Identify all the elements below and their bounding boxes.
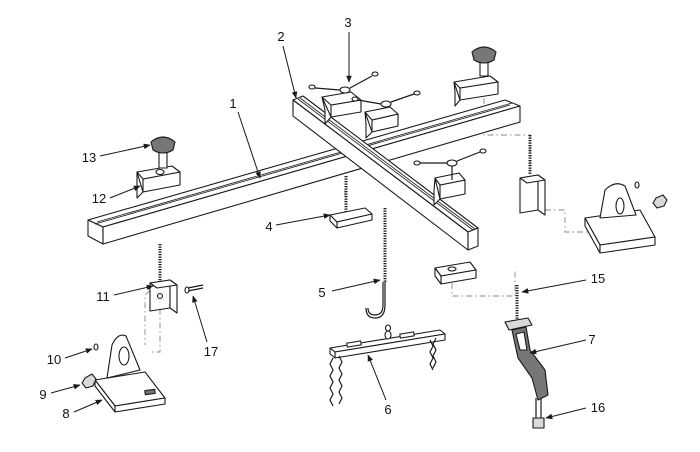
callout-13: 13: [82, 150, 96, 165]
foot-bracket-right: [584, 183, 656, 254]
wing-clamp-rear: [413, 148, 487, 206]
leader-15: [521, 279, 587, 294]
leader-6: [367, 354, 387, 401]
leader-7: [529, 339, 587, 355]
stud-bracket: [149, 244, 178, 314]
callout-10: 10: [47, 352, 61, 367]
leader-16: [545, 407, 587, 420]
hex-nut-left: [81, 373, 97, 389]
callout-4: 4: [265, 219, 272, 234]
callout-8: 8: [62, 406, 69, 421]
leader-9: [50, 383, 81, 394]
leader-2: [282, 45, 298, 99]
callout-7: 7: [588, 332, 595, 347]
callout-2: 2: [277, 29, 284, 44]
leader-10: [64, 348, 93, 359]
callout-15: 15: [591, 271, 605, 286]
callout-17: 17: [204, 344, 218, 359]
leader-11: [113, 284, 154, 296]
leader-17: [192, 295, 208, 343]
callout-16: 16: [591, 400, 605, 415]
leader-8: [73, 399, 103, 413]
callout-5: 5: [318, 285, 325, 300]
leader-13: [99, 143, 151, 157]
leader-1: [237, 111, 261, 179]
leader-5: [331, 278, 381, 292]
end-clamp: [434, 261, 477, 285]
callout-6: 6: [384, 402, 391, 417]
wing-clamp-right: [351, 90, 421, 139]
callout-3: 3: [344, 15, 351, 30]
stud-bracket-right: [519, 135, 546, 216]
spreader-bar: [329, 324, 446, 407]
callout-12: 12: [92, 191, 106, 206]
callout-11: 11: [96, 289, 110, 304]
callout-labels: 1 2 3 4 5 6 7 8 9 10 11 12 13 15 16 17: [39, 15, 605, 421]
callout-9: 9: [39, 387, 46, 402]
leader-lines: [50, 32, 587, 420]
hex-nut-right: [634, 181, 668, 209]
knob-clamp-top-right: [453, 46, 499, 107]
leveler-assembly: [504, 285, 549, 429]
lock-pin: [184, 284, 204, 294]
leader-4: [275, 213, 331, 226]
callout-1: 1: [229, 96, 236, 111]
knob-clamp-left: [136, 136, 181, 199]
washer: [93, 343, 99, 351]
leader-12: [109, 185, 141, 199]
foot-bracket-left: [94, 334, 166, 413]
threaded-hook: [365, 208, 387, 319]
cross-beam-long: [87, 99, 521, 245]
cross-beam-diagonal: [292, 95, 479, 251]
stud-plate: [329, 176, 373, 229]
wing-clamp-left: [308, 71, 379, 125]
